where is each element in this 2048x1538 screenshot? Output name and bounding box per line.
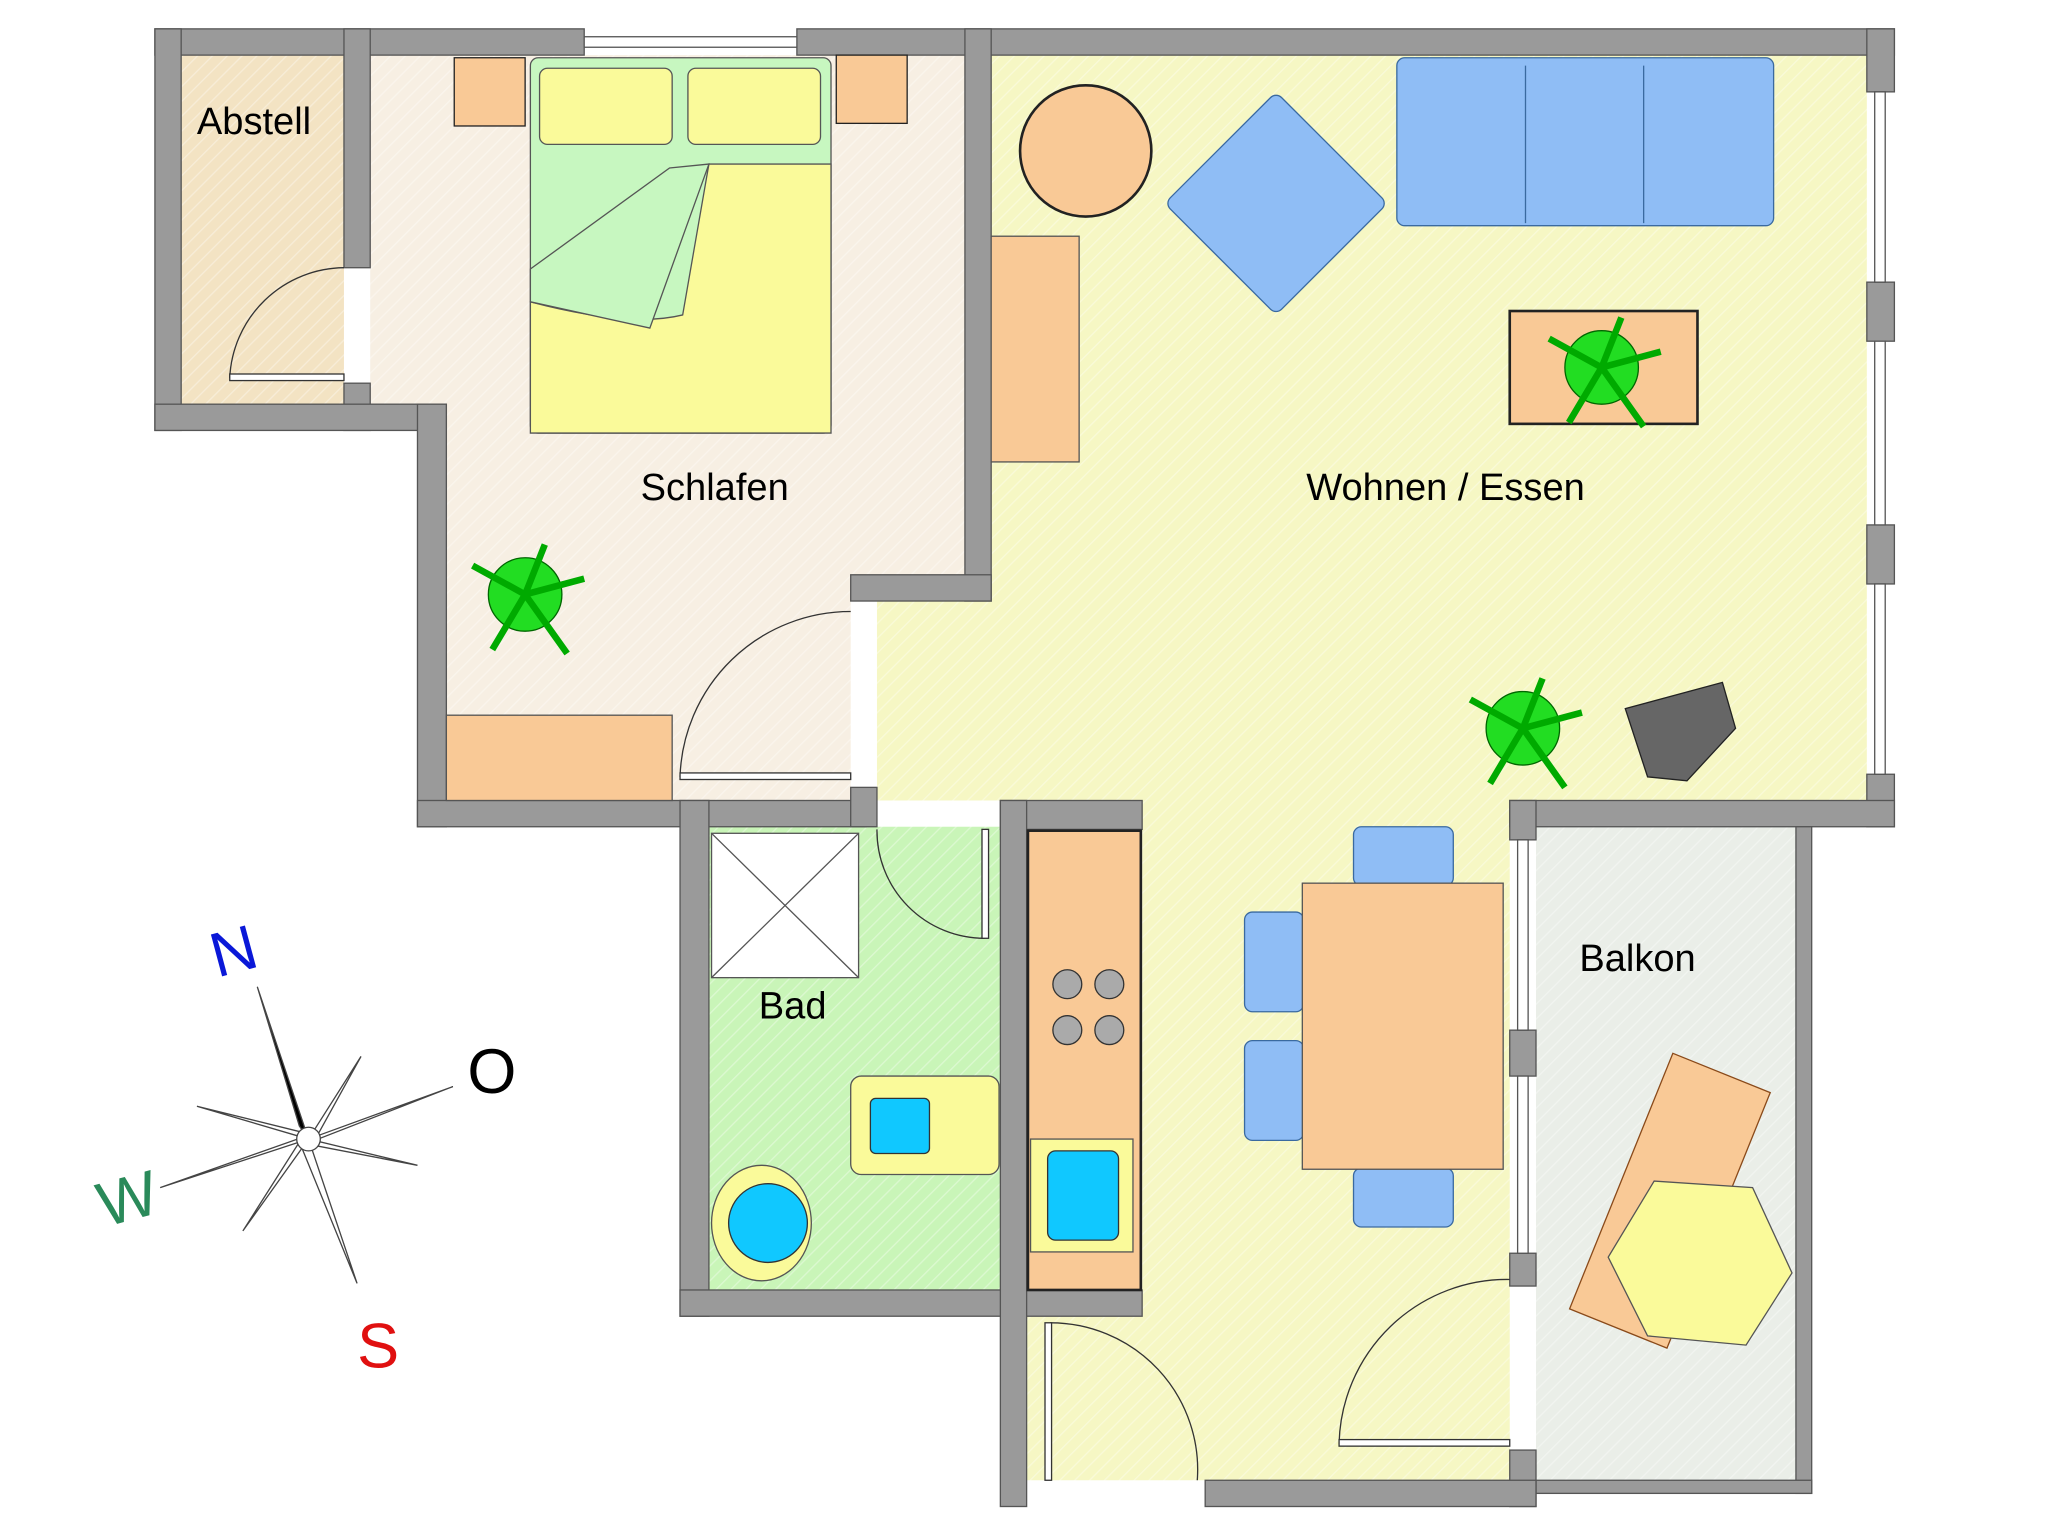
room-label-abstell: Abstell bbox=[197, 101, 311, 143]
walls bbox=[154, 28, 1896, 1508]
compass-north: N bbox=[203, 912, 265, 991]
nightstand-right bbox=[835, 54, 908, 125]
plant-icon bbox=[1508, 309, 1699, 429]
plant-icon bbox=[1468, 677, 1583, 790]
round-table bbox=[1018, 83, 1153, 218]
shower bbox=[710, 832, 860, 979]
stove bbox=[1052, 969, 1125, 1046]
plant-icon bbox=[471, 543, 586, 656]
compass-south: S bbox=[357, 1311, 399, 1381]
room-label-balkon: Balkon bbox=[1579, 938, 1695, 980]
parasol bbox=[1607, 1180, 1793, 1346]
washbasin-bowl bbox=[727, 1183, 809, 1264]
room-label-bad: Bad bbox=[759, 985, 827, 1027]
bed bbox=[529, 57, 832, 434]
sink-basin bbox=[1046, 1150, 1120, 1241]
windows bbox=[583, 36, 1886, 1254]
sofa bbox=[1396, 57, 1775, 227]
room-label-wohnen: Wohnen / Essen bbox=[1306, 467, 1585, 509]
compass-west: W bbox=[90, 1158, 166, 1241]
dining-table bbox=[1243, 826, 1504, 1228]
toilet-bowl bbox=[869, 1097, 931, 1155]
tv-icon bbox=[1624, 681, 1737, 782]
armchair bbox=[1167, 94, 1385, 313]
room-label-schlafen: Schlafen bbox=[641, 467, 789, 509]
compass-rose bbox=[159, 986, 454, 1284]
compass-east: O bbox=[467, 1037, 516, 1107]
wardrobe-wohnen bbox=[990, 235, 1080, 463]
doors bbox=[229, 267, 1511, 1481]
nightstand-left bbox=[453, 57, 526, 127]
wardrobe-schlafen bbox=[445, 714, 673, 802]
